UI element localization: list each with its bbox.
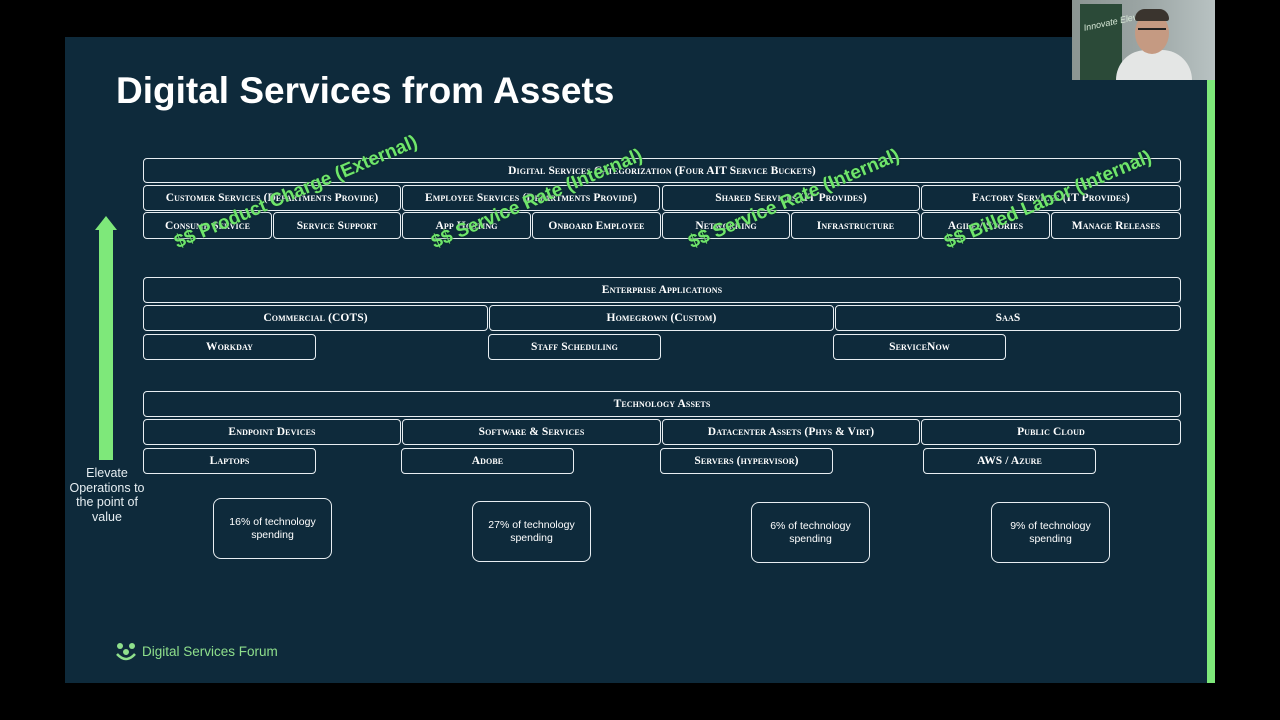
service-app-hosting: App Hosting <box>402 212 531 239</box>
category-shared-services: Shared Services (IT Provides) <box>662 185 920 211</box>
webcam-feed: Innovate Elevate <box>1072 0 1215 80</box>
slide-title: Digital Services from Assets <box>116 70 615 111</box>
category-factory-services: Factory Services (IT Provides) <box>921 185 1181 211</box>
webcam-presenter-hair <box>1135 9 1169 21</box>
example-adobe: Adobe <box>401 448 574 474</box>
service-consume-service: Consume Service <box>143 212 272 239</box>
service-networking: Networking <box>662 212 790 239</box>
category-software-services: Software & Services <box>402 419 661 445</box>
category-endpoint-devices: Endpoint Devices <box>143 419 401 445</box>
accent-bar <box>1207 80 1215 683</box>
example-workday: Workday <box>143 334 316 360</box>
category-commercial-cots: Commercial (COTS) <box>143 305 488 331</box>
footer-brand: Digital Services Forum <box>142 644 278 659</box>
spending-software: 27% of technology spending <box>472 501 591 562</box>
webcam-board <box>1080 4 1122 80</box>
example-aws-azure: AWS / Azure <box>923 448 1096 474</box>
enterprise-applications-header: Enterprise Applications <box>143 277 1181 303</box>
category-homegrown-custom: Homegrown (Custom) <box>489 305 834 331</box>
spending-datacenter: 6% of technology spending <box>751 502 870 563</box>
service-categorization-header: Digital Services Categorization (Four AI… <box>143 158 1181 183</box>
service-manage-releases: Manage Releases <box>1051 212 1181 239</box>
category-customer-services: Customer Services (Departments Provide) <box>143 185 401 211</box>
spending-endpoint: 16% of technology spending <box>213 498 332 559</box>
category-saas: SaaS <box>835 305 1181 331</box>
slide <box>65 37 1215 683</box>
category-employee-services: Employee Services (Departments Provide) <box>402 185 660 211</box>
webcam-presenter-body <box>1116 50 1192 80</box>
example-servers: Servers (hypervisor) <box>660 448 833 474</box>
service-service-support: Service Support <box>273 212 401 239</box>
up-arrow-icon <box>95 216 117 230</box>
technology-assets-header: Technology Assets <box>143 391 1181 417</box>
example-staff-scheduling: Staff Scheduling <box>488 334 661 360</box>
up-arrow-shaft <box>99 228 113 460</box>
webcam-presenter-glasses <box>1138 28 1166 35</box>
category-public-cloud: Public Cloud <box>921 419 1181 445</box>
service-agile-stories: Agile / Stories <box>921 212 1050 239</box>
example-servicenow: ServiceNow <box>833 334 1006 360</box>
example-laptops: Laptops <box>143 448 316 474</box>
arrow-label: Elevate Operations to the point of value <box>69 466 145 524</box>
category-datacenter-assets: Datacenter Assets (Phys & Virt) <box>662 419 920 445</box>
spending-cloud: 9% of technology spending <box>991 502 1110 563</box>
forum-logo-icon <box>116 643 136 661</box>
service-infrastructure: Infrastructure <box>791 212 920 239</box>
service-onboard-employee: Onboard Employee <box>532 212 661 239</box>
